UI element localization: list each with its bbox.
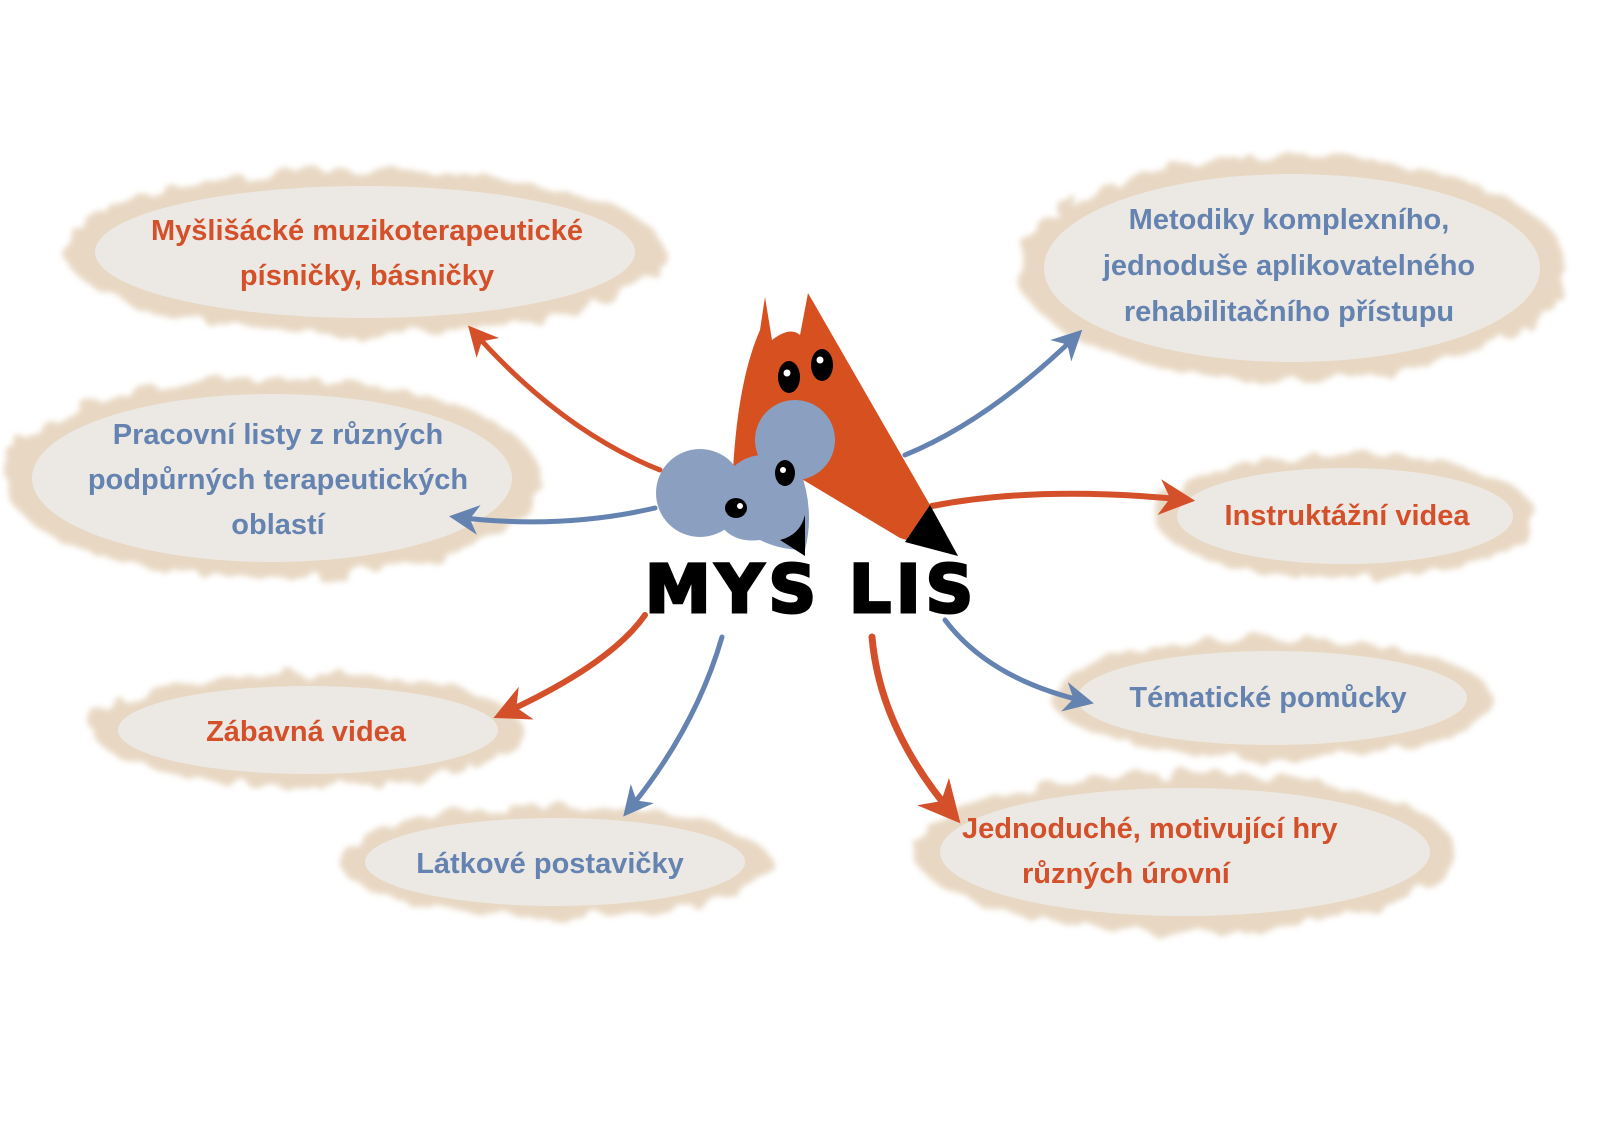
arrow-to-songs [468,325,663,473]
node-fun-videos: Zábavná videa [206,716,407,748]
node-line: Látkové postavičky [416,848,684,880]
blob-instruction-videos [1155,454,1535,578]
node-line: rehabilitačního přístupu [1124,296,1454,328]
node-line: Tématické pomůcky [1129,682,1406,714]
node-line: Instruktážní videa [1225,500,1471,532]
node-line: Pracovní listy z různých [113,419,443,451]
node-songs: Myšlišácké muzikoterapeutické písničky, … [151,215,583,292]
node-line: Metodiky komplexního, [1129,204,1450,236]
arrow-to-games [868,633,961,824]
node-line: podpůrných terapeutických [88,464,468,496]
logo-text: MYS LIS [645,551,978,628]
blob-fabric-figures [340,806,770,918]
arrows [449,325,1196,824]
node-line: Jednoduché, motivující hry [962,813,1337,845]
node-line: jednoduše aplikovatelného [1102,250,1475,282]
node-line: různých úrovní [1022,858,1231,890]
blob-theme-aids [1052,638,1492,758]
blobs [4,156,1567,932]
blob-fun-videos [93,674,523,786]
node-methods: Metodiky komplexního, jednoduše aplikova… [1102,204,1475,328]
node-theme-aids: Tématické pomůcky [1129,682,1406,714]
myslis-logo: MYS LIS [644,293,978,630]
fox-icon [733,293,958,556]
node-line: písničky, básničky [240,260,494,292]
node-fabric-figures: Látkové postavičky [416,848,684,880]
blob-methods [1017,156,1567,380]
arrow-to-fabric-figures [623,634,725,817]
blob-worksheets [4,378,540,578]
node-line: oblastí [231,509,325,541]
node-instruction-videos: Instruktážní videa [1225,500,1471,532]
arrow-to-theme-aids [942,617,1094,712]
arrow-to-fun-videos [493,612,648,720]
node-games: Jednoduché, motivující hry různých úrovn… [962,813,1337,890]
blob-games [915,772,1455,932]
blob-songs [65,170,665,334]
node-line: Zábavná videa [206,716,407,748]
arrow-to-worksheets [449,505,658,535]
node-worksheets: Pracovní listy z různých podpůrných tera… [88,419,468,541]
arrow-to-instruction-videos [929,479,1196,516]
arrow-to-methods [902,329,1083,458]
mouse-icon [656,400,835,556]
node-line: Myšlišácké muzikoterapeutické [151,215,583,247]
